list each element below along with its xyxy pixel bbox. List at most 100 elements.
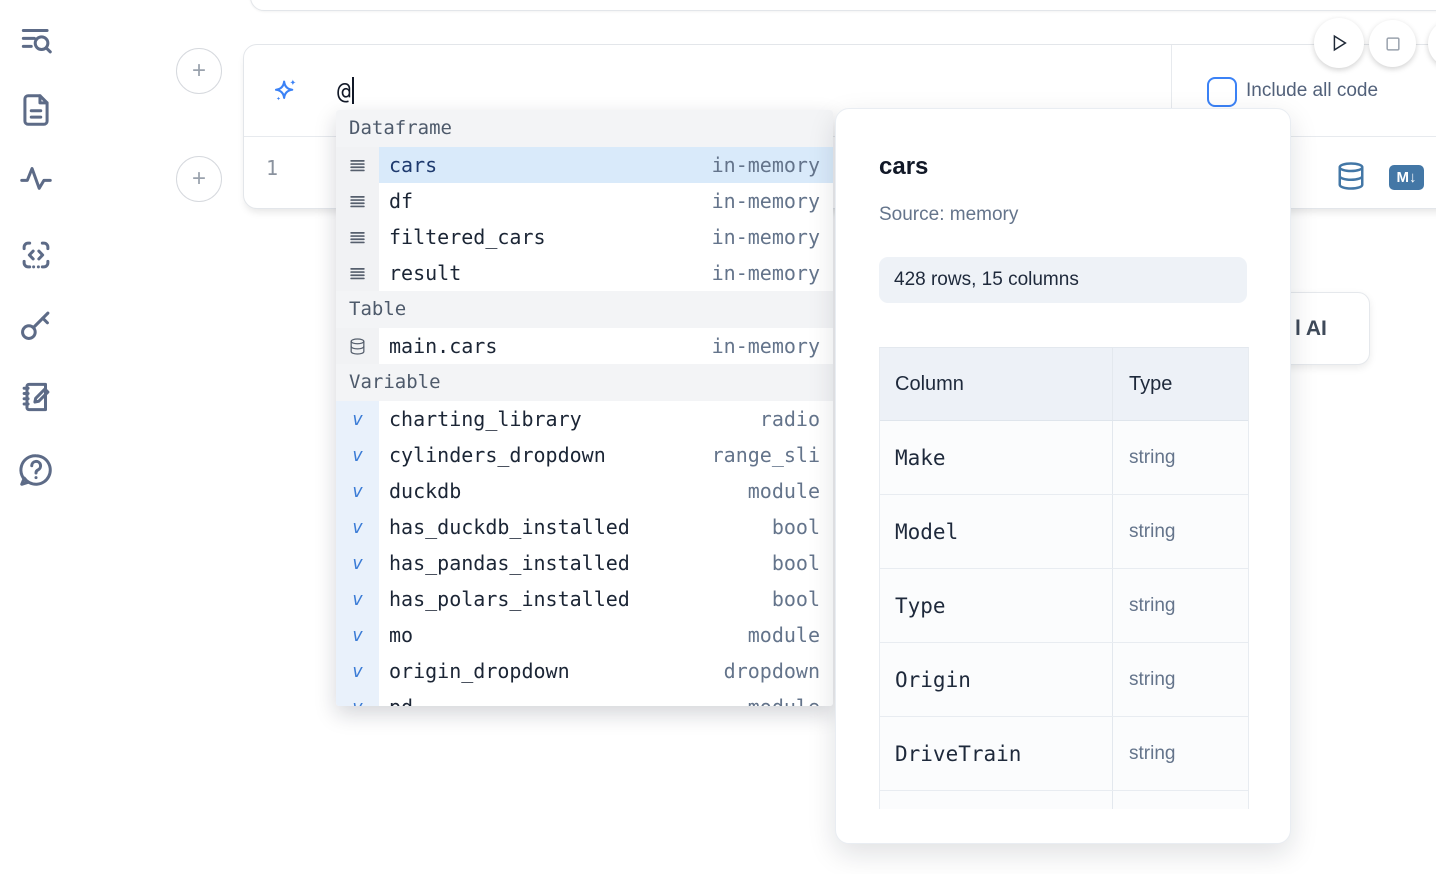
add-cell-button[interactable]: +	[176, 48, 222, 94]
item-type: dropdown	[723, 659, 820, 683]
ai-prompt-input[interactable]: @	[337, 76, 354, 105]
variable-icon: v	[336, 473, 379, 509]
text-caret	[351, 76, 354, 104]
column-type: string	[1129, 742, 1176, 764]
schema-row: Model string	[880, 495, 1248, 569]
list-search-icon[interactable]	[16, 20, 56, 60]
schema-row: Origin string	[880, 643, 1248, 717]
variable-icon: v	[336, 581, 379, 617]
item-name: cylinders_dropdown	[389, 443, 606, 467]
item-name: filtered_cars	[389, 225, 546, 249]
item-type: in-memory	[711, 153, 820, 177]
sparkles-icon	[274, 79, 296, 100]
document-icon[interactable]	[16, 90, 56, 130]
dataframe-icon	[336, 219, 379, 255]
item-type: in-memory	[711, 334, 820, 358]
item-type: module	[747, 479, 820, 503]
dataframe-icon	[336, 147, 379, 183]
column-type: string	[1129, 594, 1176, 616]
item-name: pd	[389, 695, 413, 706]
column-type: string	[1129, 668, 1176, 690]
item-name: has_polars_installed	[389, 587, 630, 611]
schema-header-row: Column Type	[880, 348, 1248, 421]
autocomplete-section-header: Table	[336, 291, 833, 328]
item-type: module	[748, 695, 833, 706]
markdown-icon[interactable]: M↓	[1389, 165, 1424, 190]
autocomplete-item[interactable]: v origin_dropdown dropdown	[336, 653, 833, 689]
column-name	[880, 791, 1113, 809]
column-type: string	[1129, 446, 1176, 468]
include-all-code-checkbox[interactable]	[1207, 77, 1237, 107]
autocomplete-item[interactable]: v has_duckdb_installed bool	[336, 509, 833, 545]
variable-icon: v	[336, 437, 379, 473]
line-number: 1	[266, 156, 279, 180]
column-header: Column	[880, 348, 1113, 420]
variable-icon: v	[336, 509, 379, 545]
add-cell-button[interactable]: +	[176, 156, 222, 202]
dataframe-icon	[336, 255, 379, 291]
autocomplete-section-header: Dataframe	[336, 110, 833, 147]
dataframe-preview-panel: cars Source: memory 428 rows, 15 columns…	[835, 108, 1291, 844]
table-icon	[336, 328, 379, 364]
previous-cell-fragment	[250, 0, 1436, 11]
item-name: duckdb	[389, 479, 462, 503]
divider	[1171, 45, 1172, 136]
item-type: in-memory	[711, 261, 820, 285]
preview-title: cars	[879, 153, 929, 180]
item-name: charting_library	[389, 407, 582, 431]
item-name: has_duckdb_installed	[389, 515, 630, 539]
column-name: Model	[880, 495, 1113, 568]
item-type: in-memory	[711, 189, 820, 213]
include-all-code-label: Include all code	[1246, 80, 1379, 101]
column-name: Make	[880, 421, 1113, 494]
column-name: Type	[880, 569, 1113, 642]
code-editor-row[interactable]: 1 M↓	[244, 137, 1436, 207]
variable-icon: v	[336, 617, 379, 653]
variable-icon: v	[336, 653, 379, 689]
key-icon[interactable]	[16, 305, 56, 345]
item-name: origin_dropdown	[389, 659, 570, 683]
item-name: cars	[389, 153, 438, 177]
scratchpad-icon[interactable]	[16, 377, 56, 417]
activity-icon[interactable]	[16, 158, 56, 198]
schema-row: Make string	[880, 421, 1248, 495]
stop-button[interactable]	[1369, 20, 1416, 67]
variable-icon: v	[336, 689, 379, 706]
database-icon[interactable]	[1336, 161, 1366, 191]
item-name: has_pandas_installed	[389, 551, 630, 575]
item-type: bool	[771, 515, 820, 539]
extra-button-fragment[interactable]	[1428, 20, 1436, 67]
dataframe-icon	[336, 183, 379, 219]
item-name: mo	[389, 623, 414, 647]
autocomplete-item[interactable]: main.cars in-memory	[336, 328, 833, 364]
type-header: Type	[1129, 372, 1173, 395]
item-name: main.cars	[389, 334, 498, 358]
autocomplete-item[interactable]: v cylinders_dropdown range_sli	[336, 437, 833, 473]
schema-row: DriveTrain string	[880, 717, 1248, 791]
item-type: bool	[771, 587, 820, 611]
autocomplete-item[interactable]: v has_polars_installed bool	[336, 581, 833, 617]
item-type: range_sli	[711, 443, 820, 467]
autocomplete-item[interactable]: vpd module	[336, 689, 833, 706]
autocomplete-section-header: Variable	[336, 364, 833, 401]
autocomplete-item[interactable]: cars in-memory	[336, 147, 833, 183]
item-type: radio	[759, 407, 820, 431]
run-cell-button[interactable]	[1314, 18, 1364, 68]
column-name: DriveTrain	[880, 717, 1113, 790]
code-cell-icon[interactable]	[16, 235, 56, 275]
preview-source: Source: memory	[879, 204, 1019, 225]
help-icon[interactable]	[16, 450, 56, 490]
column-type: string	[1129, 520, 1176, 542]
column-type	[1113, 791, 1248, 809]
column-name: Origin	[880, 643, 1113, 716]
schema-row	[880, 791, 1248, 809]
